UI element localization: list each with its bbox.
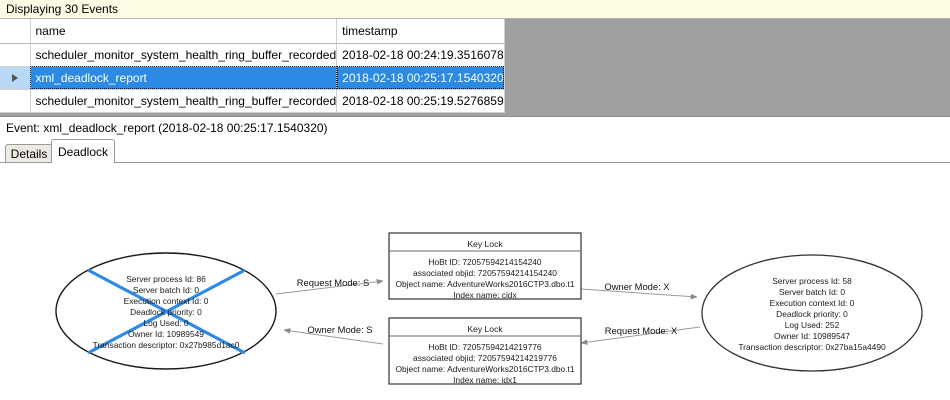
table-row-selected[interactable]: xml_deadlock_report 2018-02-18 00:25:17.… — [0, 66, 505, 90]
process-node-left[interactable]: Server process Id: 86 Server batch Id: 0… — [55, 252, 277, 370]
resource-node-keylock-top[interactable]: Key Lock HoBt ID: 72057594214154240 asso… — [388, 232, 582, 300]
deadlock-graph-svg: Request Mode: S Owner Mode: X Owner Mode… — [55, 232, 923, 385]
edge-left-request: Request Mode: S — [275, 277, 384, 295]
row-selector-cell[interactable] — [0, 43, 31, 67]
status-bar-text: Displaying 30 Events — [6, 2, 119, 16]
header-row: name timestamp — [0, 19, 505, 44]
keylock-top-line-2: associated objid: 72057594214154240 — [413, 268, 557, 278]
edge-left-request-line — [275, 278, 384, 295]
keylock-bottom-line-3: Object name: AdventureWorks2016CTP3.dbo.… — [395, 364, 574, 374]
edge-right-owner-label: Owner Mode: X — [604, 281, 670, 292]
process-left-line-5: Log Used: 0 — [143, 318, 189, 328]
edge-right-request-label: Request Mode: X — [605, 325, 678, 336]
victim-cross-line-b — [87, 268, 246, 355]
process-right-ellipse[interactable] — [701, 254, 923, 372]
event-caption-text: Event: xml_deadlock_report (2018-02-18 0… — [6, 121, 328, 135]
keylock-top-line-1: HoBt ID: 72057594214154240 — [428, 257, 541, 267]
edge-left-owner-line — [283, 328, 384, 345]
keylock-top-box[interactable] — [388, 232, 582, 300]
process-left-line-7: Transaction descriptor: 0x27b985d1ac0 — [93, 340, 240, 350]
events-table-body: scheduler_monitor_system_health_ring_buf… — [0, 43, 505, 113]
events-table: name timestamp scheduler_monitor_system_… — [0, 19, 505, 113]
row-selector-cell[interactable] — [0, 89, 31, 113]
edge-right-owner: Owner Mode: X — [580, 281, 698, 300]
tab-deadlock[interactable]: Deadlock — [51, 139, 115, 163]
process-right-line-7: Transaction descriptor: 0x27ba15a4490 — [738, 342, 886, 352]
table-row[interactable]: scheduler_monitor_system_health_ring_buf… — [0, 89, 505, 113]
keylock-top-line-4: Index name: cidx — [453, 290, 517, 300]
process-left-line-3: Execution context Id: 0 — [124, 296, 209, 306]
process-left-line-4: Deadlock priority: 0 — [130, 307, 202, 317]
process-left-line-1: Server process Id: 86 — [126, 274, 206, 284]
process-right-line-5: Log Used: 252 — [785, 320, 840, 330]
process-right-line-6: Owner Id: 10989547 — [774, 331, 850, 341]
process-right-line-2: Server batch Id: 0 — [779, 287, 845, 297]
event-caption: Event: xml_deadlock_report (2018-02-18 0… — [0, 118, 950, 138]
status-bar: Displaying 30 Events — [0, 0, 950, 19]
process-left-line-6: Owner Id: 10989549 — [128, 329, 204, 339]
cell-timestamp[interactable]: 2018-02-18 00:24:19.3516078 — [336, 43, 505, 67]
keylock-bottom-line-4: Index name: idx1 — [453, 375, 517, 385]
process-left-line-2: Server batch Id: 0 — [133, 285, 199, 295]
keylock-bottom-title: Key Lock — [467, 324, 503, 334]
keylock-top-line-3: Object name: AdventureWorks2016CTP3.dbo.… — [395, 279, 574, 289]
keylock-top-title: Key Lock — [467, 239, 503, 249]
keylock-bottom-box[interactable] — [388, 317, 582, 385]
table-row[interactable]: scheduler_monitor_system_health_ring_buf… — [0, 43, 505, 67]
edge-left-owner: Owner Mode: S — [283, 324, 384, 345]
tab-details[interactable]: Details — [5, 144, 53, 163]
process-node-right[interactable]: Server process Id: 58 Server batch Id: 0… — [701, 254, 923, 372]
current-row-triangle-icon — [11, 73, 18, 82]
events-table-header: name timestamp — [0, 19, 505, 44]
edge-right-request: Request Mode: X — [580, 325, 701, 345]
cell-name[interactable]: scheduler_monitor_system_health_ring_buf… — [30, 43, 338, 67]
keylock-bottom-line-2: associated objid: 72057594214219776 — [413, 353, 557, 363]
process-right-line-3: Execution context Id: 0 — [770, 298, 855, 308]
edge-right-request-line — [580, 326, 701, 345]
column-header-name[interactable]: name — [30, 19, 338, 44]
edge-left-owner-label: Owner Mode: S — [307, 324, 372, 335]
row-selector-cell[interactable] — [0, 66, 31, 90]
deadlock-graph-pane[interactable]: Request Mode: S Owner Mode: X Owner Mode… — [0, 162, 950, 400]
resource-node-keylock-bottom[interactable]: Key Lock HoBt ID: 72057594214219776 asso… — [388, 317, 582, 385]
edge-right-owner-line — [580, 288, 698, 300]
process-right-line-1: Server process Id: 58 — [772, 276, 852, 286]
cell-timestamp[interactable]: 2018-02-18 00:25:19.5276859 — [336, 89, 505, 113]
column-header-timestamp[interactable]: timestamp — [336, 19, 505, 44]
column-header-selector[interactable] — [0, 19, 31, 44]
cell-name[interactable]: scheduler_monitor_system_health_ring_buf… — [30, 89, 338, 113]
events-grid[interactable]: name timestamp scheduler_monitor_system_… — [0, 19, 950, 117]
process-right-line-4: Deadlock priority: 0 — [776, 309, 848, 319]
cell-timestamp[interactable]: 2018-02-18 00:25:17.1540320 — [336, 66, 505, 90]
tab-strip: Details Deadlock — [0, 139, 950, 163]
edge-left-request-label: Request Mode: S — [297, 277, 369, 288]
cell-name[interactable]: xml_deadlock_report — [30, 66, 338, 90]
keylock-bottom-line-1: HoBt ID: 72057594214219776 — [428, 342, 541, 352]
